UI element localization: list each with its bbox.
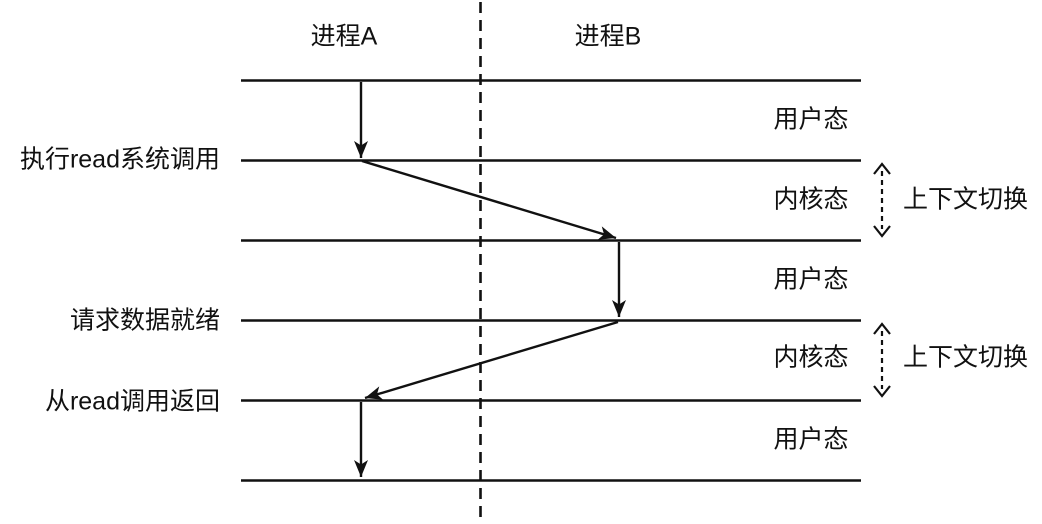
chevron-down-icon [873, 225, 891, 238]
process-a-label: 进程A [310, 22, 378, 51]
context-switch-span-2 [873, 322, 891, 398]
mode-label-user-1: 用户态 [773, 105, 849, 134]
event-label-read-return: 从read调用返回 [44, 387, 220, 416]
mode-label-kernel-1: 内核态 [773, 185, 849, 214]
event-label-read-syscall: 执行read系统调用 [19, 145, 220, 174]
event-label-data-ready: 请求数据就绪 [69, 306, 220, 335]
arrow-context-switch-to-a [364, 320, 619, 400]
process-b-label: 进程B [574, 22, 642, 51]
context-switch-label-1: 上下文切换 [903, 185, 1029, 214]
chevron-up-icon [873, 322, 891, 335]
mode-label-user-3: 用户态 [773, 425, 849, 454]
context-switch-label-2: 上下文切换 [903, 343, 1029, 372]
arrow-context-switch-to-b [361, 159, 617, 240]
context-switch-span-1 [873, 162, 891, 238]
chevron-down-icon [873, 385, 891, 398]
mode-label-kernel-2: 内核态 [773, 343, 849, 372]
mode-label-user-2: 用户态 [773, 265, 849, 294]
chevron-up-icon [873, 162, 891, 175]
